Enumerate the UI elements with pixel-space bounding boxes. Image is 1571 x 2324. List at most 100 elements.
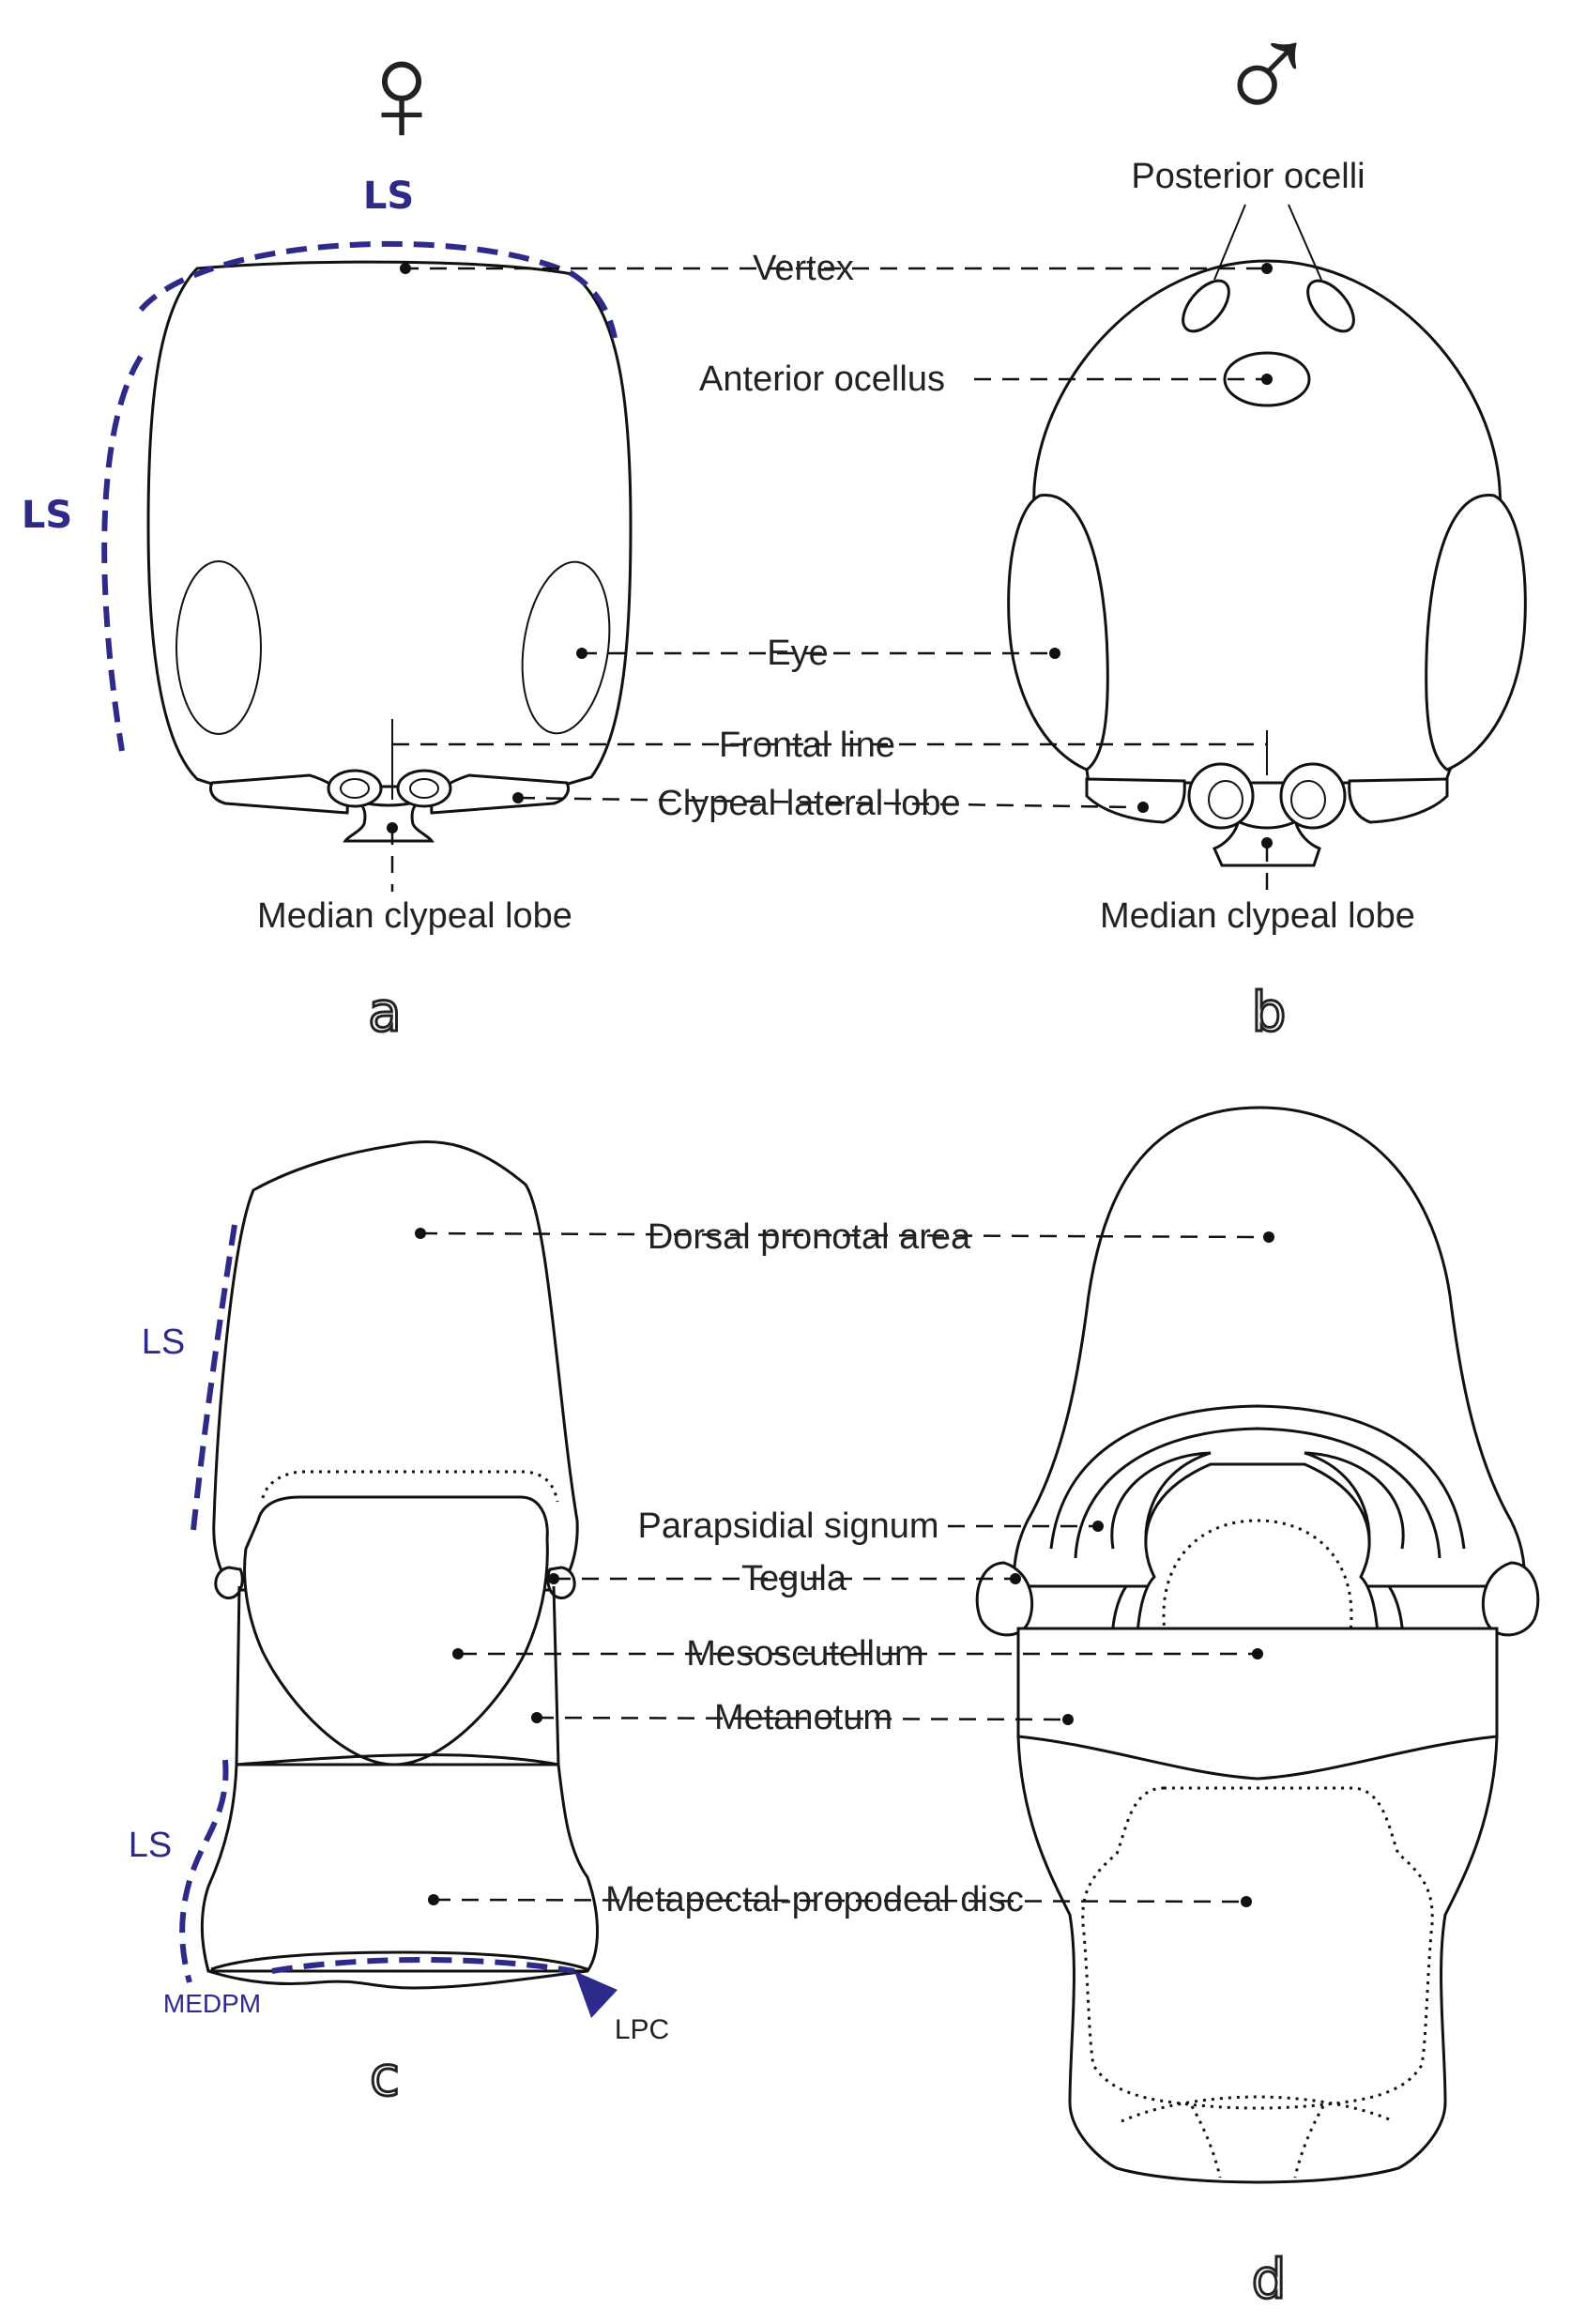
label-median-clypeal-lobe-b: Median clypeal lobe [1100, 896, 1415, 936]
label-metapectal-propodeal-disc: Metapectal-propodeal disc [605, 1880, 1024, 1919]
label-frontal-line: Frontal line [719, 726, 895, 765]
antennal-socket-b-right [1279, 762, 1347, 830]
propodeum-c-bottom [207, 1969, 588, 1990]
point-anterior-ocellus [1261, 374, 1273, 385]
panel-c-mesosoma [179, 1139, 618, 2018]
clypeal-lateral-lobe-b-left [1085, 777, 1186, 824]
mesoscutellum-d-dotted [1162, 1519, 1353, 1748]
posterior-ocelli-pointer-right [1288, 204, 1322, 281]
head-outline-b [1031, 259, 1503, 785]
point-median-clypeal-lobe-a [387, 822, 398, 833]
pronotum-d-collar [1049, 1404, 1466, 1550]
point-eye-a [576, 648, 587, 659]
panel-b-male-head [1007, 204, 1527, 867]
panel-label-c: c [370, 2044, 400, 2108]
leader-metanotum [536, 1716, 1067, 1721]
point-dorsal-pronotal-area-c [415, 1228, 426, 1239]
point-mesoscutellum-c [452, 1648, 464, 1659]
posterior-ocellus-right [1306, 279, 1355, 333]
point-dorsal-pronotal-area-d [1263, 1231, 1274, 1243]
leader-clypeal-lateral-lobe [517, 796, 1136, 809]
tegula-c-left [214, 1566, 244, 1599]
label-mesoscutellum: Mesoscutellum [686, 1634, 923, 1674]
point-parapsidial-signum [1092, 1521, 1104, 1532]
medpm-curve-c [271, 1957, 575, 1974]
male-symbol: ♂ [1214, 0, 1320, 152]
point-tegula-c [548, 1573, 559, 1584]
annotation-ls-c-upper: LS [142, 1323, 185, 1362]
label-metanotum: Metanotum [714, 1698, 892, 1737]
tegula-d-right [1481, 1561, 1540, 1637]
meso-sides-c [235, 1585, 560, 1766]
antennal-socket-a-left-inner [340, 778, 370, 799]
point-eye-b [1049, 648, 1060, 659]
female-symbol: ♀ [349, 13, 455, 171]
eye-a-left [175, 560, 262, 735]
propodeum-d [1016, 1627, 1499, 2184]
posterior-ocellus-left [1182, 279, 1230, 333]
ls-curve-c-lower [179, 1759, 229, 1983]
pronotum-c-inner-dotted [261, 1470, 559, 1503]
leader-lines [387, 263, 1274, 1907]
eye-b-left [1007, 494, 1109, 772]
point-clypeal-lateral-lobe-a [512, 792, 524, 803]
panel-d-mesosoma [975, 1106, 1540, 2184]
point-metanotum-c [531, 1712, 542, 1723]
eye-b-right [1425, 494, 1527, 772]
point-mesoscutellum-d [1252, 1648, 1263, 1659]
propodeum-c-rim [210, 1950, 588, 1971]
propodeum-c [200, 1763, 599, 1973]
label-dorsal-pronotal-area: Dorsal pronotal area [648, 1217, 971, 1257]
label-posterior-ocelli: Posterior ocelli [1131, 157, 1365, 196]
label-eye: Eye [767, 634, 828, 673]
propodeum-d-top-band [1017, 1735, 1498, 1781]
metanotum-line-c [236, 1753, 559, 1766]
panel-a-female-head [101, 240, 633, 843]
antennal-socket-b-left [1187, 762, 1255, 830]
point-vertex-a [400, 263, 411, 274]
point-tegula-d [1010, 1573, 1021, 1584]
antennal-socket-a-right [396, 769, 452, 808]
posterior-ocelli-pointer-left [1213, 204, 1246, 281]
antennal-socket-b-left-inner [1208, 780, 1243, 819]
mesoscutum-c [243, 1495, 549, 1766]
annotation-lpc: LPC [615, 2014, 669, 2045]
point-median-clypeal-lobe-b [1261, 837, 1273, 849]
metapectal-disc-d-dotted [1081, 1786, 1434, 2110]
label-vertex: Vertex [753, 249, 854, 288]
ls-curve-a-top [138, 240, 618, 339]
annotation-ls-a-top: LS [363, 175, 414, 218]
label-anterior-ocellus: Anterior ocellus [699, 359, 945, 399]
panel-label-a: a [368, 980, 402, 1044]
label-clypeal-lateral-lobe: Clypeal lateral lobe [657, 784, 960, 823]
label-tegula: Tegula [741, 1559, 847, 1598]
panel-label-b: b [1252, 980, 1287, 1044]
eye-a-right [521, 560, 611, 735]
clypeal-lateral-lobe-b-right [1348, 777, 1449, 824]
parapsidial-arch-d [1074, 1427, 1441, 1559]
propodeal-lobes-d-dotted [1121, 2095, 1395, 2179]
point-vertex-b [1261, 263, 1273, 274]
clypeal-lateral-lobe-a-right [430, 773, 570, 815]
panel-label-d: d [1252, 2247, 1287, 2311]
label-median-clypeal-lobe-a: Median clypeal lobe [257, 896, 572, 936]
leader-dorsal-pronotal-area [419, 1231, 1268, 1239]
antennal-socket-a-left [327, 769, 383, 808]
antennal-socket-b-right-inner [1290, 780, 1326, 819]
annotation-ls-a-side: LS [22, 494, 72, 537]
antennal-socket-a-right-inner [409, 778, 439, 799]
annotation-ls-c-lower: LS [129, 1826, 172, 1865]
head-outline-a [146, 260, 633, 788]
annotation-medpm: MEDPM [163, 1989, 261, 2018]
point-clypeal-lateral-lobe-b [1137, 802, 1149, 813]
clypeal-lateral-lobe-a-left [209, 773, 349, 815]
point-metapectal-propodeal-disc-d [1241, 1896, 1252, 1907]
point-metanotum-d [1062, 1714, 1074, 1725]
label-parapsidial-signum: Parapsidial signum [637, 1506, 938, 1546]
text-labels: ♀ ♂ Posterior ocelli Vertex Anterior oce… [22, 0, 1415, 2313]
leader-metapectal-propodeal-disc [433, 1898, 1245, 1904]
point-metapectal-propodeal-disc-c [428, 1894, 439, 1905]
ls-curve-a-side [101, 355, 144, 752]
lpc-arrow-c [574, 1971, 618, 2018]
